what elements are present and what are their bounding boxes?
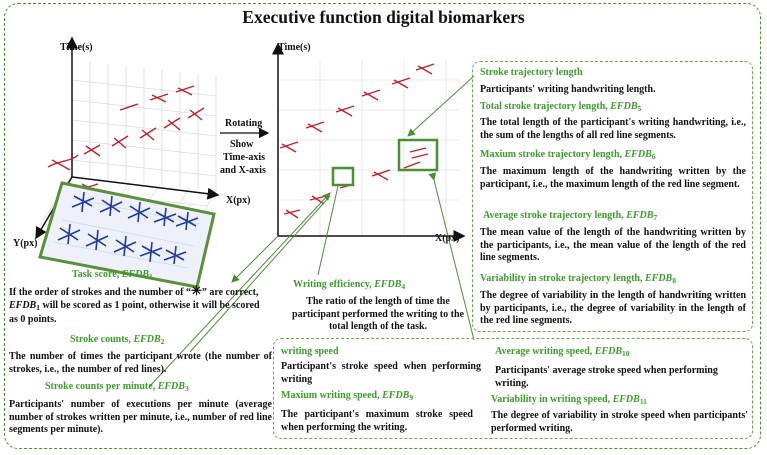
stroke-per-minute-label: Stroke counts per minute, bbox=[45, 381, 156, 392]
efdb9-code: EFDB bbox=[382, 390, 410, 401]
efdb11-text: The degree of variability in stroke spee… bbox=[491, 410, 748, 434]
task-score-text2: ” are correct, bbox=[201, 287, 259, 298]
efdb7-code: EFDB bbox=[626, 210, 654, 221]
efdb9-sub: 9 bbox=[409, 393, 414, 402]
trajectory-box bbox=[472, 61, 753, 332]
writing-efficiency-text: The ratio of the length of time the part… bbox=[292, 296, 464, 333]
task-score-text3: will be scored as 1 point, bbox=[42, 299, 147, 311]
left-time-axis-label: Time(s) bbox=[60, 42, 93, 53]
efdb5-text: The total length of the participant's wr… bbox=[480, 117, 746, 141]
efdb6-code: EFDB bbox=[624, 149, 652, 160]
task-score-text4: otherwise it will be scored as 0 points. bbox=[9, 299, 260, 326]
efdb6-sub: 6 bbox=[651, 152, 656, 161]
efdb8-sub: 8 bbox=[672, 276, 676, 285]
task-score-label: Task score, bbox=[72, 269, 120, 280]
efdb6-text: The maximum length of the handwriting wr… bbox=[480, 166, 746, 190]
efdb5-code: EFDB bbox=[610, 101, 638, 112]
left-x-axis bbox=[71, 176, 220, 200]
stroke-counts-sub: 2 bbox=[160, 337, 165, 346]
left-x-axis-label: X(px) bbox=[226, 195, 251, 206]
task-score-inline-sub: 1 bbox=[36, 302, 40, 312]
efdb5-sub: 5 bbox=[637, 104, 642, 113]
task-score-heading: Task score, EFDB1 bbox=[72, 269, 153, 284]
outer-frame bbox=[4, 3, 761, 449]
task-score-text: If the order of strokes and the number o… bbox=[9, 283, 269, 327]
task-score-sub: 1 bbox=[148, 272, 153, 281]
efdb8-heading: Variability in stroke trajectory length,… bbox=[480, 273, 676, 288]
efdb11-label: Variability in writing speed, bbox=[491, 394, 611, 405]
efdb10-text: Participants' average stroke speed when … bbox=[495, 365, 718, 389]
efdb10-label: Average writing speed, bbox=[495, 346, 593, 357]
green-connectors bbox=[149, 75, 475, 387]
efdb9-heading: Maxium writing speed, EFDB9 bbox=[281, 390, 413, 405]
small-highlight-box bbox=[331, 166, 355, 187]
stroke-counts-heading: Stroke counts, EFDB2 bbox=[70, 334, 164, 349]
efdb7-heading: Average stroke trajectory length, EFDB7 bbox=[483, 210, 657, 225]
stroke-counts-code: EFDB bbox=[133, 334, 161, 345]
efdb7-text: The mean value of the length of the hand… bbox=[480, 227, 746, 264]
stroke-counts-label: Stroke counts, bbox=[70, 334, 131, 345]
right-grid bbox=[277, 60, 460, 235]
efdb9-text: The participant's maximum stroke speed w… bbox=[281, 409, 473, 433]
rotate-label: Rotating bbox=[225, 118, 263, 129]
efdb11-code: EFDB bbox=[612, 394, 640, 405]
efdb10-sub: 10 bbox=[622, 349, 630, 358]
stroke-per-minute-code: EFDB bbox=[157, 381, 185, 392]
efdb5-heading: Total stroke trajectory length, EFDB5 bbox=[480, 101, 641, 116]
trajectory-heading: Stroke trajectory length bbox=[480, 67, 583, 78]
large-highlight-box bbox=[397, 138, 439, 172]
efdb5-label: Total stroke trajectory length, bbox=[480, 101, 608, 112]
left-red-strokes bbox=[47, 85, 205, 193]
efdb11-heading: Variability in writing speed, EFDB11 bbox=[491, 394, 647, 409]
task-score-inline-code: EFDB bbox=[9, 299, 37, 311]
efdb7-sub: 7 bbox=[653, 213, 658, 222]
right-time-axis-label: Time(s) bbox=[278, 42, 311, 53]
trajectory-desc: Participants' writing handwriting length… bbox=[480, 84, 656, 95]
rotate-show-label: Show bbox=[230, 139, 254, 150]
rotate-time-axis-label: Time-axis bbox=[223, 152, 266, 163]
efdb9-label: Maxium writing speed, bbox=[281, 390, 380, 401]
task-score-code: EFDB bbox=[121, 269, 149, 280]
efdb6-label: Maxium stroke trajectory length, bbox=[480, 149, 623, 160]
stroke-counts-text: The number of times the participant wrot… bbox=[9, 351, 272, 375]
blue-handwriting-panel bbox=[38, 181, 216, 289]
efdb6-heading: Maxium stroke trajectory length, EFDB6 bbox=[480, 149, 656, 164]
task-score-text1: If the order of strokes and the number o… bbox=[9, 287, 191, 298]
stroke-per-minute-heading: Stroke counts per minute, EFDB3 bbox=[45, 381, 189, 396]
stroke-per-minute-sub: 3 bbox=[184, 384, 189, 393]
efdb10-code: EFDB bbox=[594, 346, 623, 357]
right-x-axis-label: X(px) bbox=[435, 233, 460, 244]
writing-efficiency-label: Writing efficiency, bbox=[293, 279, 372, 290]
left-y-axis-label: Y(px) bbox=[13, 238, 38, 249]
speed-box bbox=[273, 338, 753, 439]
writing-efficiency-code: EFDB bbox=[374, 279, 402, 290]
efdb8-code: EFDB bbox=[644, 273, 673, 284]
right-red-strokes bbox=[279, 63, 435, 219]
speed-desc: Participant's stroke speed when performi… bbox=[281, 361, 481, 385]
writing-efficiency-sub: 4 bbox=[401, 282, 406, 291]
efdb8-label: Variability in stroke trajectory length, bbox=[480, 273, 643, 284]
efdb7-label: Average stroke trajectory length, bbox=[483, 210, 624, 221]
page-title: Executive function digital biomarkers bbox=[242, 7, 525, 27]
efdb10-heading: Average writing speed, EFDB10 bbox=[495, 346, 630, 361]
speed-heading: writing speed bbox=[281, 346, 339, 357]
efdb11-sub: 11 bbox=[639, 397, 647, 406]
star-glyph: ✳ bbox=[190, 283, 202, 298]
efdb8-text: The degree of variability in the length … bbox=[480, 290, 746, 327]
stroke-per-minute-text: Participants' number of executions per m… bbox=[9, 399, 272, 436]
writing-efficiency-heading: Writing efficiency, EFDB4 bbox=[293, 279, 405, 294]
rotate-x-axis-label: and X-axis bbox=[220, 165, 266, 176]
